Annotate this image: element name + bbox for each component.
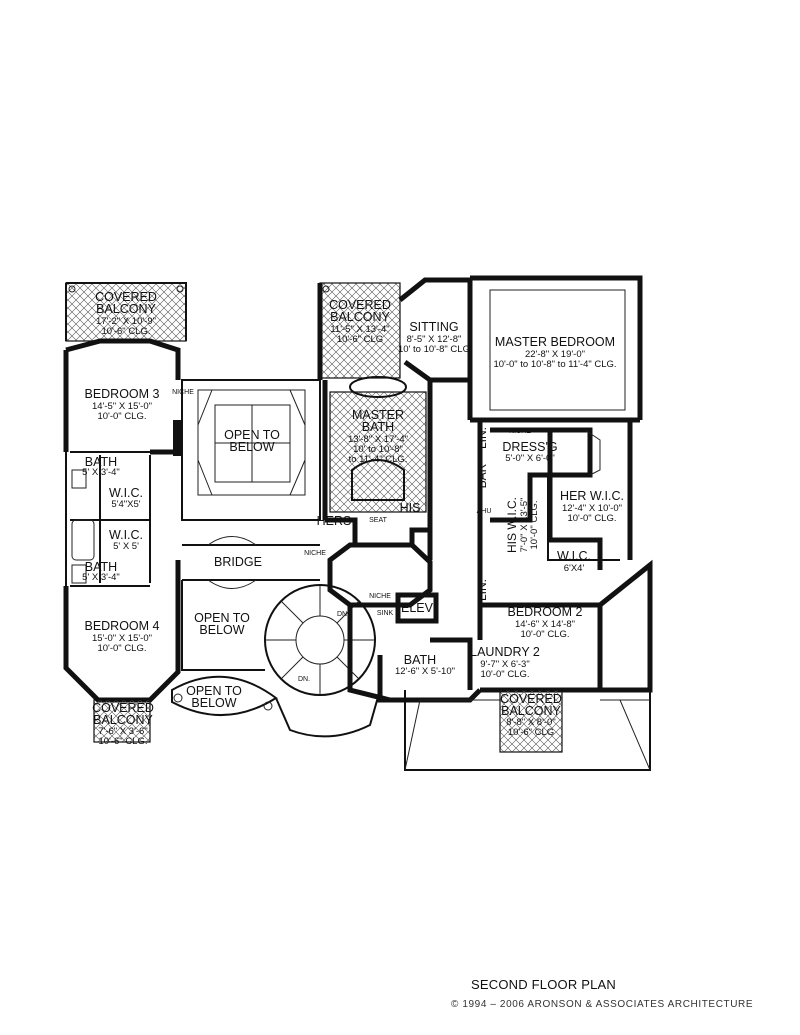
covered-balcony-nw-floor [65,282,187,342]
bedroom-4-dim: 15'-0" X 15'-0" [92,633,152,644]
laundry-2-dim: 9'-7" X 6'-3" [480,659,529,670]
wic-a-name: W.I.C. [109,486,143,500]
her-wic-dim: 12'-4" X 10'-0" [562,503,622,514]
room-labels: COVERED BALCONY 17'-2" X 10'-9" 10'-6" C… [82,290,624,747]
sitting-dim: 8'-5" X 12'-8" [407,334,462,345]
niche-label-3: NICHE [369,593,391,600]
covered-balcony-n-name-1: COVERED [329,298,391,312]
master-bedroom-dim: 22'-8" X 19'-0" [525,349,585,360]
covered-balcony-nw-name-1: COVERED [95,290,157,304]
bedroom-4-clg: 10'-0" CLG. [97,643,146,654]
open-below-2-name-1: OPEN TO [194,611,250,625]
covered-balcony-s-dim: 8'-8" X 8'-0" [506,717,555,728]
niche-label-2: NICHE [304,550,326,557]
bedroom-3-clg: 10'-0" CLG. [97,411,146,422]
fixture-labels: HERS HIS SEAT BAR LIN. LIN. W.I.C. 6'X4'… [172,389,591,683]
covered-balcony-nw-clg: 10'-6" CLG. [101,326,150,337]
bar-label: BAR [475,463,489,488]
bedroom-3-name: BEDROOM 3 [84,387,159,401]
bridge-name: BRIDGE [214,555,262,569]
her-wic-clg: 10'-0" CLG. [567,513,616,524]
covered-balcony-sw-name-2: BALCONY [93,713,153,727]
master-bath-dim: 13'-8" X 17'-4" [348,434,408,445]
covered-balcony-sw-dim: 7'-6" X 3'-6" [98,726,147,737]
open-below-3-name-2: BELOW [191,696,236,710]
hers-label: HERS [317,514,352,528]
covered-balcony-s-name-2: BALCONY [501,704,561,718]
niche-label-1: NICHE [172,389,194,396]
covered-balcony-nw-name-2: BALCONY [96,302,156,316]
wic-b-name: W.I.C. [109,528,143,542]
bedroom-2-clg: 10'-0" CLG. [520,629,569,640]
her-wic-name: HER W.I.C. [560,489,624,503]
bedroom-2-name: BEDROOM 2 [507,605,582,619]
dn-label-1: DN. [337,611,349,618]
bedroom-3-dim: 14'-5" X 15'-0" [92,401,152,412]
walls [63,275,653,771]
sitting-name: SITTING [409,320,458,334]
covered-balcony-n-dim: 11'-5" X 13'-4" [330,324,389,335]
niche-label-4: NICHE [509,428,531,435]
covered-balcony-sw-name-1: COVERED [92,701,154,715]
his-wic-clg: 10'-0" CLG. [529,500,540,549]
open-below-1-name-2: BELOW [229,440,274,454]
wic-a-dim: 5'4"X5' [111,499,140,510]
master-bath-name-2: BATH [362,420,394,434]
copyright-notice: © 1994 – 2006 ARONSON & ASSOCIATES ARCHI… [451,999,754,1010]
lin-2-label: LIN. [475,579,489,601]
open-below-3-name-1: OPEN TO [186,684,242,698]
plan-title: SECOND FLOOR PLAN [471,977,616,992]
master-bedroom-name: MASTER BEDROOM [495,335,615,349]
master-bath-clg-1: 10' to 10'-8" [353,444,403,455]
bath-b-name: BATH [85,560,117,574]
bedroom-2-dim: 14'-6" X 14'-8" [515,619,575,630]
his-wic-dim: 7'-0" X 13'-5" [519,498,530,553]
laundry-2-clg: 10'-0" CLG. [480,669,529,680]
covered-balcony-sw-clg: 10'-6" CLG. [98,736,147,747]
open-below-1-name-1: OPEN TO [224,428,280,442]
bath-a-name: BATH [85,455,117,469]
covered-balcony-s-name-1: COVERED [500,692,562,706]
covered-balcony-nw-dim: 17'-2" X 10'-9" [96,316,156,327]
his-label: HIS [400,501,421,515]
dressg-name: DRESS'G [502,440,557,454]
bedroom-4-name: BEDROOM 4 [84,619,159,633]
covered-balcony-n-name-2: BALCONY [330,310,390,324]
wic-b-dim: 5' X 5' [113,541,139,552]
bath-c-name: BATH [404,653,436,667]
dressg-dim: 5'-0" X 6'-0" [505,453,554,464]
wic-small-dim: 6'X4' [564,563,585,574]
sitting-clg: 10' to 10'-8" CLG [398,344,470,355]
master-bath-name-1: MASTER [352,408,404,422]
covered-balcony-s-clg: 10'-6" CLG [508,727,554,738]
covered-balcony-n-clg: 10'-6" CLG [337,334,383,345]
master-bath-clg-2: to 11'-4" CLG. [349,454,408,465]
master-bedroom-clg: 10'-0" to 10'-8" to 11'-4" CLG. [493,359,616,370]
seat-label: SEAT [369,517,387,524]
bath-b-dim: 5' X 3'-4" [82,572,120,583]
bath-c-dim: 12'-6" X 5'-10" [395,666,455,677]
lin-1-label: LIN. [475,427,489,449]
his-wic-name: HIS W.I.C. [505,497,519,553]
laundry-2-name: LAUNDRY 2 [470,645,540,659]
bath-a-dim: 5' X 3'-4" [82,467,120,478]
sink-label: SINK [377,610,394,617]
elev-name: ELEV [401,601,434,615]
ahu-label: AHU [477,508,492,515]
dn-label-2: DN. [298,676,310,683]
wic-small-label: W.I.C. [557,549,591,563]
open-below-2-name-2: BELOW [199,623,244,637]
